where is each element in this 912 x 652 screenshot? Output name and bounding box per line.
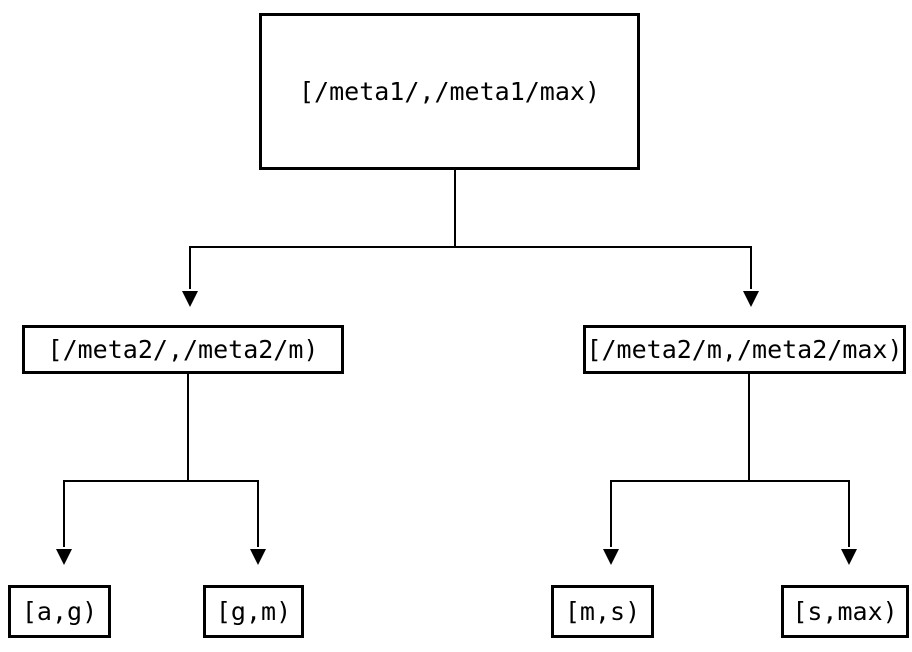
edge-right-to-leaf-smax — [848, 480, 850, 547]
node-leaf-ms-label: [m,s) — [564, 597, 641, 626]
edge-left-to-leaf-gm — [257, 480, 259, 547]
arrowhead-down-icon — [603, 549, 619, 565]
node-leaf-smax-label: [s,max) — [792, 597, 898, 626]
edge-root-to-left — [189, 246, 191, 289]
node-leaf-gm-label: [g,m) — [215, 597, 292, 626]
node-leaf-ag: [a,g) — [8, 585, 111, 638]
node-leaf-gm: [g,m) — [203, 585, 304, 638]
edge-root-to-right — [750, 246, 752, 289]
edge-left-crossbar — [63, 480, 259, 482]
edge-left-to-leaf-ag — [63, 480, 65, 547]
arrowhead-down-icon — [250, 549, 266, 565]
arrowhead-down-icon — [182, 291, 198, 307]
edge-root-crossbar — [189, 246, 752, 248]
node-meta2-upper: [/meta2/m,/meta2/max) — [583, 325, 906, 374]
edge-right-to-leaf-ms — [610, 480, 612, 547]
node-leaf-ag-label: [a,g) — [21, 597, 98, 626]
node-leaf-ms: [m,s) — [551, 585, 654, 638]
arrowhead-down-icon — [56, 549, 72, 565]
edge-root-stem — [454, 169, 456, 247]
node-meta2-upper-label: [/meta2/m,/meta2/max) — [586, 335, 903, 364]
node-root-label: [/meta1/,/meta1/max) — [298, 77, 601, 106]
arrowhead-down-icon — [841, 549, 857, 565]
node-leaf-smax: [s,max) — [781, 585, 909, 638]
edge-right-crossbar — [610, 480, 850, 482]
edge-right-stem — [748, 374, 750, 482]
node-root: [/meta1/,/meta1/max) — [259, 13, 640, 170]
node-meta2-lower-label: [/meta2/,/meta2/m) — [47, 335, 319, 364]
edge-left-stem — [187, 374, 189, 482]
node-meta2-lower: [/meta2/,/meta2/m) — [22, 325, 344, 374]
arrowhead-down-icon — [743, 291, 759, 307]
